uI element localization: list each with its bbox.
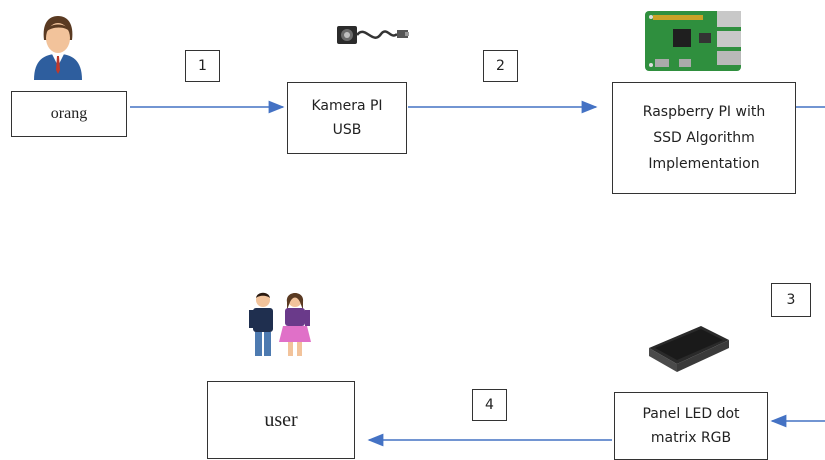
node-raspberry-label-2: SSD Algorithm xyxy=(653,130,755,146)
raspberry-pi-board-icon xyxy=(645,11,741,71)
node-user: user xyxy=(207,381,355,459)
node-panel-led: Panel LED dot matrix RGB xyxy=(614,392,768,460)
step-3-badge: 3 xyxy=(771,283,811,317)
step-2-label: 2 xyxy=(496,58,505,74)
node-kamera-label-1: Kamera PI xyxy=(311,98,383,114)
usb-camera-icon xyxy=(337,26,409,44)
node-raspberry-pi: Raspberry PI with SSD Algorithm Implemen… xyxy=(612,82,796,194)
step-3-label: 3 xyxy=(786,292,796,308)
node-panel-label-1: Panel LED dot xyxy=(642,406,740,422)
node-user-label: user xyxy=(264,408,298,431)
node-orang: orang xyxy=(11,91,127,137)
node-raspberry-label-3: Implementation xyxy=(648,156,760,172)
node-kamera-pi-usb: Kamera PI USB xyxy=(287,82,407,154)
step-4-badge: 4 xyxy=(472,389,507,421)
step-1-label: 1 xyxy=(198,58,207,74)
led-panel-icon xyxy=(649,326,729,372)
step-2-badge: 2 xyxy=(483,50,518,82)
node-orang-label: orang xyxy=(50,105,88,122)
node-panel-label-2: matrix RGB xyxy=(650,430,732,446)
couple-icon xyxy=(249,292,311,356)
step-1-badge: 1 xyxy=(185,50,220,82)
step-4-label: 4 xyxy=(485,397,494,413)
node-kamera-label-2: USB xyxy=(332,122,362,138)
node-raspberry-label-1: Raspberry PI with xyxy=(642,104,766,120)
person-icon xyxy=(34,16,82,80)
